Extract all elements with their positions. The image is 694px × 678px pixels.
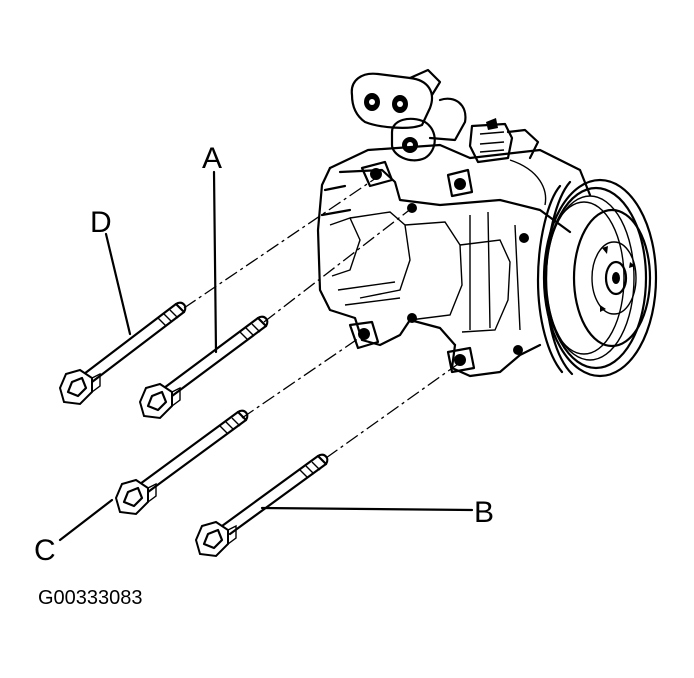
callout-c: C	[34, 534, 56, 567]
electrical-connector	[468, 118, 540, 164]
bolt-icon	[194, 453, 329, 558]
ac-compressor-icon	[316, 68, 592, 378]
mounting-boss	[348, 160, 476, 374]
figure-id: G00333083	[38, 587, 143, 609]
bolt-icon	[138, 315, 269, 420]
callout-b: B	[474, 496, 494, 529]
leader-lines	[58, 170, 474, 542]
callout-a: A	[202, 142, 222, 175]
bolt-icon	[114, 409, 249, 516]
clutch-pulley-icon	[536, 178, 658, 378]
bolt-icon	[58, 301, 187, 406]
callout-d: D	[90, 206, 112, 239]
